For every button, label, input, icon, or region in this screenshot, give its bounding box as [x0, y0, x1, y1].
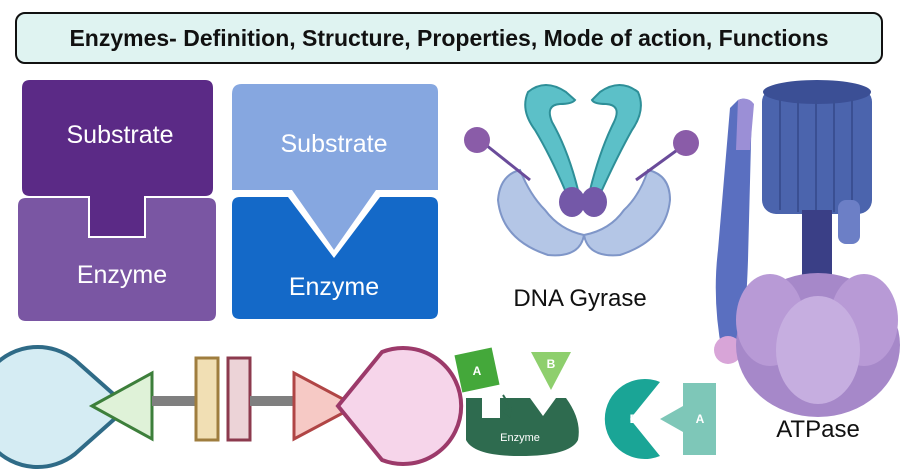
gyrase-lower-left-lobe: [496, 168, 586, 257]
gyrase-left-arm: [524, 84, 580, 191]
atpase-peripheral-stalk-top: [736, 98, 754, 150]
active-site-example: A B Enzyme: [454, 347, 579, 456]
gyrase-core-right: [581, 187, 607, 217]
dna-gyrase-illustration: DNA Gyrase: [464, 84, 699, 312]
induced-fit-substrate: [232, 84, 438, 250]
right-block: [226, 356, 252, 442]
induced-fit-enzyme: [232, 197, 438, 319]
page-title: Enzymes- Definition, Structure, Properti…: [69, 24, 829, 51]
induced-fit-model: Substrate Enzyme: [232, 84, 438, 319]
lock-key-enzyme: [18, 198, 216, 321]
substrate-a-block: [454, 347, 500, 393]
lock-key-substrate: [22, 80, 213, 236]
substrate-b-triangle: [531, 352, 571, 390]
lock-key-enzyme-label: Enzyme: [77, 261, 167, 289]
lock-key-model: Substrate Enzyme: [18, 80, 216, 321]
gyrase-right-stalk: [635, 146, 681, 182]
right-arrow: [292, 370, 360, 442]
induced-fit-substrate-label: Substrate: [280, 130, 387, 158]
atpase-stalk-base: [714, 336, 742, 364]
title-banner: Enzymes- Definition, Structure, Properti…: [15, 12, 883, 64]
lock-key-substrate-label: Substrate: [66, 121, 173, 149]
atpase-side-unit: [838, 200, 860, 244]
gyrase-right-knob: [673, 130, 699, 156]
gyrase-left-stalk: [485, 143, 531, 182]
atpase-label: ATPase: [776, 416, 860, 443]
atpase-head-lobe-center: [776, 296, 860, 404]
arrow-head: [502, 407, 512, 418]
dna-gyrase-label: DNA Gyrase: [513, 285, 646, 312]
pacman-complex: [0, 345, 464, 469]
atpase-rotor-top: [763, 80, 871, 104]
left-connector: [152, 396, 197, 406]
induced-fit-enzyme-label: Enzyme: [289, 273, 379, 301]
gyrase-lower-right-lobe: [582, 168, 672, 257]
teal-complex: B A: [604, 379, 716, 459]
left-pacman: [0, 345, 132, 469]
atpase-illustration: ATPase: [714, 80, 900, 443]
teal-pacman: [604, 379, 660, 459]
right-pacman: [335, 346, 464, 466]
green-enzyme-label: Enzyme: [500, 432, 540, 444]
atpase-peripheral-stalk: [715, 98, 752, 357]
right-connector: [250, 396, 294, 406]
substrate-a-label: A: [473, 364, 482, 378]
gyrase-left-knob: [464, 127, 490, 153]
substrate-b-label: B: [547, 357, 556, 371]
left-block: [194, 356, 220, 442]
gyrase-right-arm: [588, 84, 642, 191]
green-enzyme: [466, 398, 579, 456]
atpase-rotor-segments: [779, 100, 853, 214]
teal-b-label: B: [630, 412, 639, 426]
teal-a-label: A: [696, 412, 705, 426]
gyrase-core-left: [559, 187, 585, 217]
teal-key: [660, 383, 716, 455]
